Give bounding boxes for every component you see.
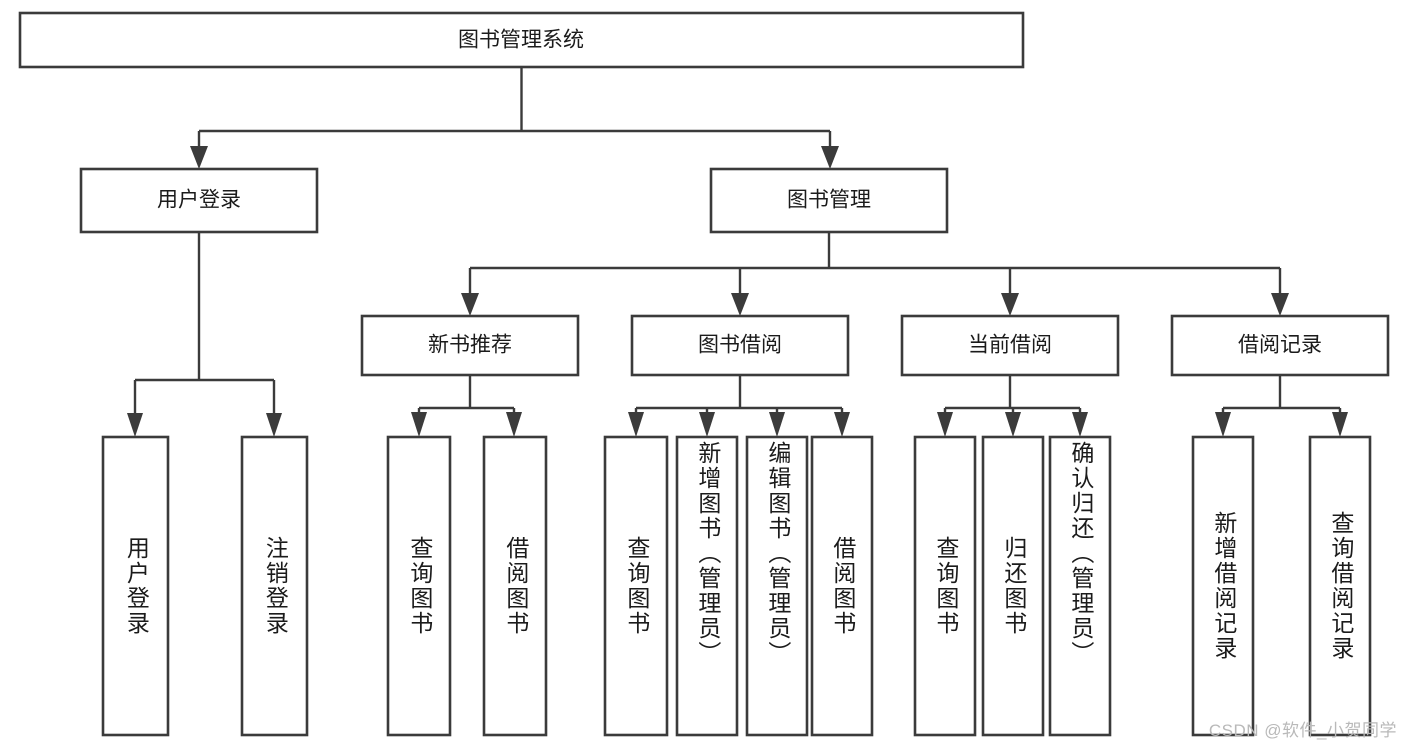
node-book-manage-label: 图书管理 [787, 189, 871, 212]
arrowhead-leaf-user-login [127, 413, 143, 437]
arrowhead-leaf-add-record [1215, 412, 1231, 437]
arrowhead-leaf-logout [266, 413, 282, 437]
node-leaf-borrow-book-1-box[interactable] [482, 435, 548, 737]
node-leaf-borrow-book-2-box[interactable] [810, 435, 874, 737]
node-leaf-query-book-2-box[interactable] [603, 435, 669, 737]
arrowhead-leaf-query-book-3 [937, 412, 953, 437]
arrowhead-leaf-borrow-book-2 [834, 412, 850, 437]
node-book-manage-box[interactable] [709, 167, 949, 234]
node-leaf-confirm-return-box[interactable] [1048, 435, 1112, 737]
node-leaf-user-login-box[interactable] [101, 435, 170, 737]
arrowhead-borrow-record [1271, 293, 1289, 316]
connector-group-book-borrow [628, 375, 850, 437]
node-new-book-rec-box[interactable] [360, 314, 580, 377]
node-book-borrow[interactable]: 图书借阅 [630, 314, 850, 377]
node-leaf-logout-box[interactable] [240, 435, 309, 737]
node-leaf-query-book-1-box[interactable] [386, 435, 452, 737]
arrowhead-book-borrow [731, 293, 749, 316]
watermark-text: CSDN @软件_小贺同学 [1208, 721, 1397, 740]
node-leaf-query-book-3-box[interactable] [913, 435, 977, 737]
node-book-borrow-label: 图书借阅 [698, 334, 782, 357]
node-user-login[interactable]: 用户登录 [79, 167, 319, 234]
connector-group-current-borrow [937, 375, 1088, 437]
node-new-book-rec[interactable]: 新书推荐 [360, 314, 580, 377]
arrowhead-leaf-add-book [699, 412, 715, 437]
node-leaf-add-record-box[interactable] [1191, 435, 1255, 737]
connector-group-book-manage [461, 232, 1289, 316]
node-leaf-add-book-box[interactable] [675, 435, 739, 737]
node-new-book-rec-label: 新书推荐 [428, 334, 512, 357]
node-book-borrow-box[interactable] [630, 314, 850, 377]
arrowhead-current-borrow [1001, 293, 1019, 316]
connector-group-borrow-record [1215, 375, 1348, 437]
connector-group-user-login [127, 232, 282, 437]
node-leaf-edit-book-box[interactable] [745, 435, 809, 737]
node-root-label: 图书管理系统 [458, 29, 584, 52]
node-leaf-query-record-box[interactable] [1308, 435, 1372, 737]
node-leaf-return-book-box[interactable] [981, 435, 1045, 737]
arrowhead-leaf-query-book-1 [411, 412, 427, 437]
node-current-borrow-box[interactable] [900, 314, 1120, 377]
arrowhead-leaf-query-book-2 [628, 412, 644, 437]
node-current-borrow-label: 当前借阅 [968, 334, 1052, 357]
arrowhead-user-login [190, 146, 208, 169]
node-root[interactable]: 图书管理系统 [18, 11, 1025, 69]
arrowhead-leaf-query-record [1332, 412, 1348, 437]
node-borrow-record[interactable]: 借阅记录 [1170, 314, 1390, 377]
node-book-manage[interactable]: 图书管理 [709, 167, 949, 234]
node-borrow-record-label: 借阅记录 [1238, 334, 1322, 357]
arrowhead-leaf-borrow-book-1 [506, 412, 522, 437]
node-user-login-label: 用户登录 [157, 189, 241, 212]
arrowhead-book-manage [821, 146, 839, 169]
arrowhead-leaf-edit-book [769, 412, 785, 437]
node-user-login-box[interactable] [79, 167, 319, 234]
node-root-box[interactable] [18, 11, 1025, 69]
arrowhead-leaf-return-book [1005, 412, 1021, 437]
arrowhead-new-book-rec [461, 293, 479, 316]
connector-group-root [190, 67, 839, 169]
connector-group-new-book-rec [411, 375, 522, 437]
node-borrow-record-box[interactable] [1170, 314, 1390, 377]
arrowhead-leaf-confirm-return [1072, 412, 1088, 437]
node-current-borrow[interactable]: 当前借阅 [900, 314, 1120, 377]
